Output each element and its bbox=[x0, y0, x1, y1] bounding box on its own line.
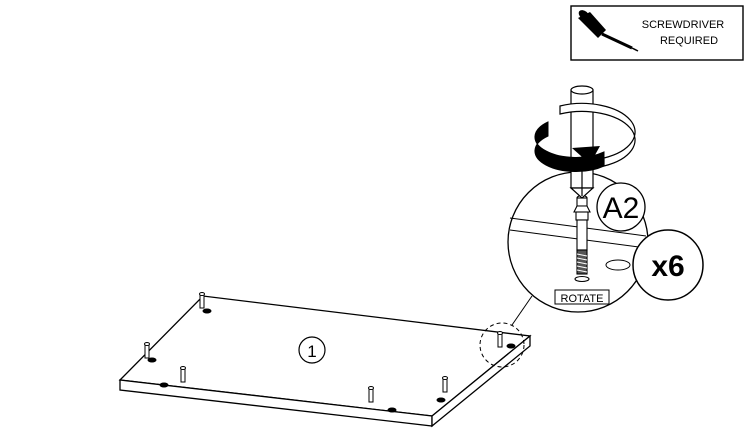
tool-label-line2: REQUIRED bbox=[660, 35, 718, 47]
part-number-badge: 1 bbox=[298, 336, 326, 364]
detail-callout-circle bbox=[479, 322, 525, 368]
leader-line bbox=[511, 295, 533, 326]
rotate-label-box: ROTATE bbox=[554, 289, 610, 305]
quantity-badge: x6 bbox=[632, 229, 704, 301]
part-code-badge: A2 bbox=[596, 182, 646, 232]
tool-label-line1: SCREWDRIVER bbox=[642, 19, 725, 31]
part-code: A2 bbox=[603, 192, 640, 225]
panel-part bbox=[118, 295, 532, 428]
screwdriver-icon bbox=[578, 10, 639, 52]
cam-dowel-icon bbox=[573, 194, 591, 283]
rotate-label: ROTATE bbox=[561, 293, 604, 305]
dowel-icon bbox=[144, 292, 516, 413]
part-number: 1 bbox=[307, 342, 316, 361]
tool-required-box: SCREWDRIVER REQUIRED bbox=[570, 5, 744, 61]
rotation-arrow-icon bbox=[534, 102, 636, 173]
quantity-label: x6 bbox=[651, 250, 684, 283]
